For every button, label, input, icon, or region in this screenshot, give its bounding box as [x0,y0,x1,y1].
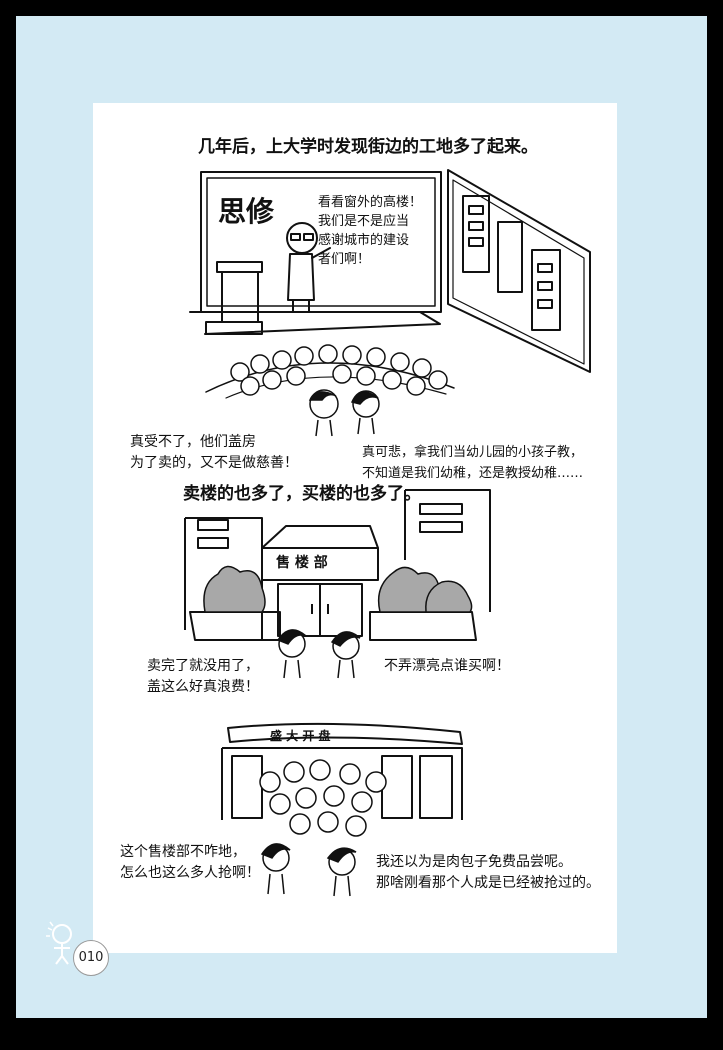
building-right [404,489,491,612]
student-left-speech: 真受不了，他们盖房 [130,434,256,450]
podium [216,261,263,273]
buyer-right-speech: 不弄漂亮点谁买啊！ [384,658,510,674]
students [308,389,380,437]
page-number: 010 [73,940,109,976]
passerby-left-speech: 怎么也这么多人抢啊！ [120,865,260,881]
blackboard-title: 思修 [218,195,275,228]
mascot-icon [46,921,72,965]
storefront [221,747,463,820]
audience-heads [230,344,448,396]
window [447,169,591,373]
sales-office-roof [261,525,379,549]
student-left-speech: 为了卖的，又不是做慈善！ [130,455,298,471]
banner [227,722,463,745]
buyer-left-speech: 卖完了就没用了， [147,658,259,674]
bushes [203,565,473,613]
caption-2: 卖楼的也多了，买楼的也多了。 [183,484,421,504]
sales-office-sign: 售 楼 部 [276,555,328,571]
blackboard-line: 者们啊！ [318,252,371,267]
opening-banner-text: 盛 大 开 盘 [270,729,331,743]
buyer-left-speech: 盖这么好真浪费！ [147,679,259,695]
passerby-right-speech: 那啥刚看那个人成是已经被抢过的。 [376,875,600,891]
passerby-left-speech: 这个售楼部不咋地， [120,844,246,860]
passersby [260,843,357,897]
blackboard-line: 我们是不是应当 [318,214,410,229]
comic-page [93,103,617,953]
buyers [276,629,361,679]
caption-1: 几年后，上大学时发现街边的工地多了起来。 [198,137,538,157]
crowd-heads [259,759,387,837]
student-right-speech: 不知道是我们幼稚，还是教授幼稚…… [362,466,584,481]
passerby-right-speech: 我还以为是肉包子免费品尝呢。 [376,854,572,870]
student-right-speech: 真可悲，拿我们当幼儿园的小孩子教， [362,445,584,460]
blackboard-line: 感谢城市的建设 [318,233,410,248]
blackboard-line: 看看窗外的高楼！ [318,195,423,210]
